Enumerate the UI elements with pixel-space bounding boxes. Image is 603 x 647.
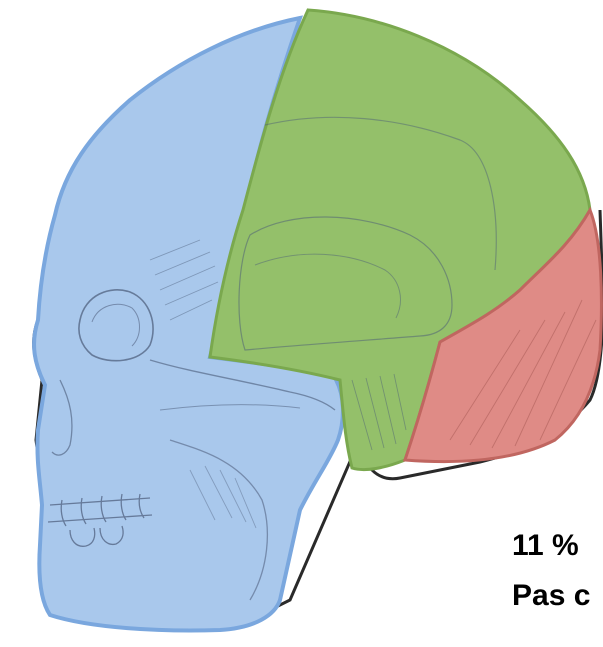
percentage-caption: 11 % (512, 528, 579, 564)
note-caption: Pas c (512, 578, 590, 614)
